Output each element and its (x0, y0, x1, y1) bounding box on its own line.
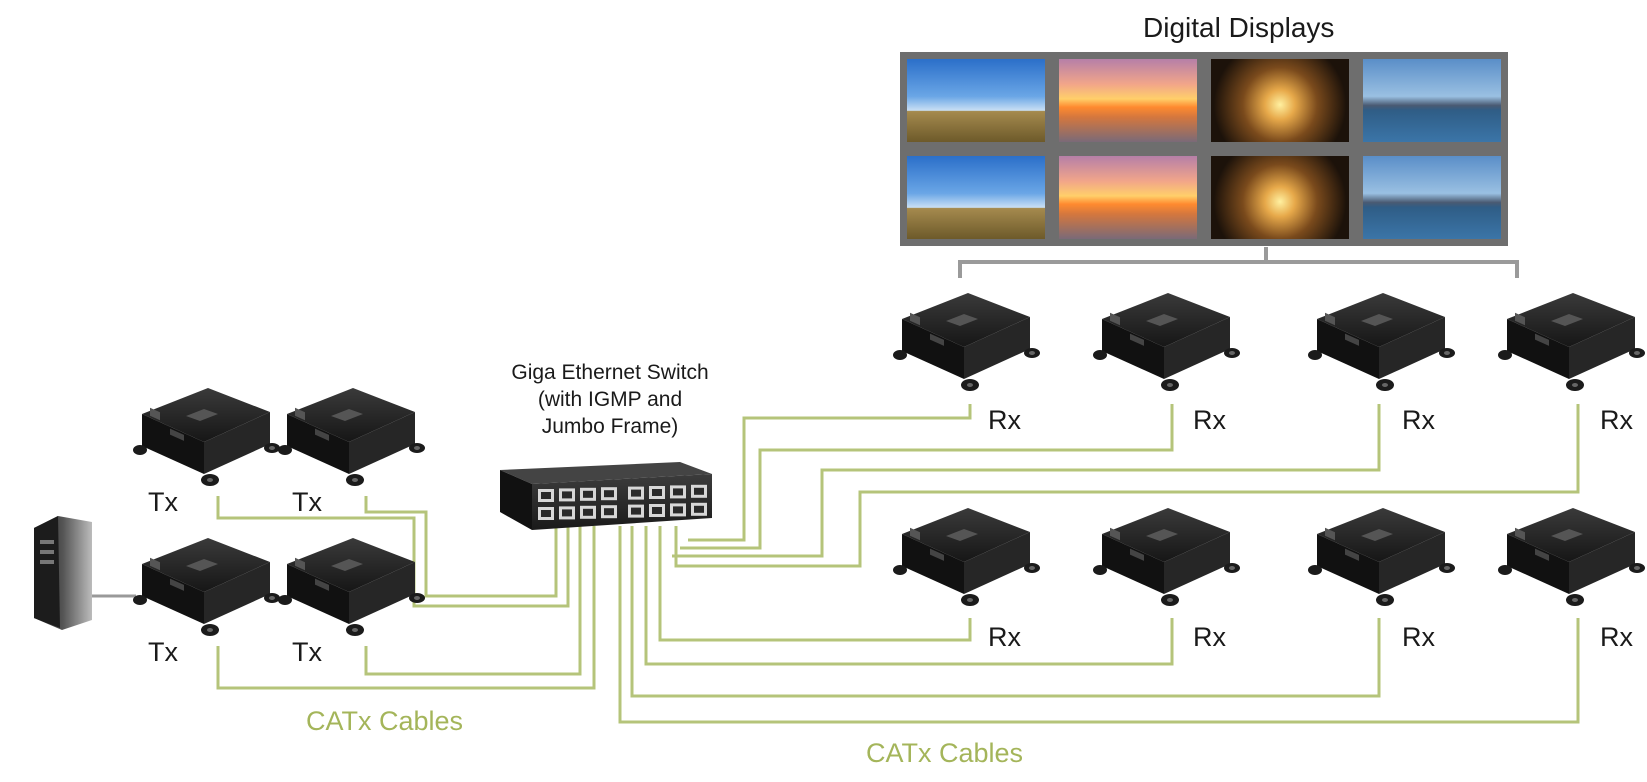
switch-port-socket (604, 508, 614, 516)
switch-port-socket (562, 509, 572, 517)
rx-label-8: Rx (1600, 622, 1633, 652)
rx-device-8 (1498, 508, 1645, 606)
digital-display-screen (1052, 149, 1204, 246)
switch-port-socket (652, 489, 662, 496)
digital-display-screen (900, 52, 1052, 149)
switch-label: Giga Ethernet Switch (with IGMP and Jumb… (450, 359, 770, 440)
rx-label-6: Rx (1193, 622, 1226, 652)
rx-label-2: Rx (1193, 405, 1226, 435)
computer-icon (34, 516, 92, 630)
cable-rx2 (680, 404, 1174, 550)
rx-label-4: Rx (1600, 405, 1633, 435)
rx-label-5: Rx (988, 622, 1021, 652)
switch-label-line-3: Jumbo Frame) (541, 415, 679, 438)
switch-port-socket (631, 489, 641, 497)
tx-device-4 (278, 538, 425, 636)
tx-label-1: Tx (148, 487, 178, 517)
rx-device-6 (1093, 508, 1240, 606)
switch-port-socket (604, 490, 614, 498)
cable-tx4 (364, 526, 582, 676)
cable-rx1 (688, 404, 972, 542)
ethernet-switch-icon (500, 462, 712, 530)
switch-label-line-1: Giga Ethernet Switch (511, 361, 709, 384)
tx-label-2: Tx (292, 487, 322, 517)
mountain-lake-icon (1363, 156, 1501, 239)
digital-display-screen (1204, 52, 1356, 149)
rx-device-4 (1498, 293, 1645, 391)
sunset-lake-icon (1059, 59, 1197, 142)
cable-tx2 (364, 496, 558, 598)
cable-rx5 (658, 526, 972, 642)
digital-display-screen (1052, 52, 1204, 149)
rx-device-2 (1093, 293, 1240, 391)
cable-rx8 (618, 526, 1580, 724)
rx-device-5 (893, 508, 1040, 606)
sky-clouds-icon (907, 59, 1045, 142)
switch-port-socket (694, 505, 704, 513)
sky-clouds-icon (907, 156, 1045, 239)
rx-label-3: Rx (1402, 405, 1435, 435)
switch-port-socket (541, 492, 551, 499)
tx-device-3 (133, 538, 280, 636)
catx-cables-label-left: CATx Cables (306, 706, 464, 736)
switch-port-socket (673, 506, 683, 514)
switch-port-socket (694, 487, 704, 495)
tx-device-2 (278, 388, 425, 486)
switch-port-socket (562, 491, 572, 499)
switch-port-socket (631, 507, 641, 515)
catx-cables-label-bottom: CATx Cables (866, 738, 1024, 768)
digital-display-screen (1204, 149, 1356, 246)
cable-rx4 (674, 404, 1580, 568)
cable-tx3 (216, 526, 596, 690)
switch-port-socket (673, 488, 683, 496)
rx-device-3 (1308, 293, 1455, 391)
rx-label-7: Rx (1402, 622, 1435, 652)
switch-port-socket (583, 508, 593, 516)
cable-rx7 (630, 526, 1381, 698)
switch-port-socket (652, 507, 662, 514)
tx-label-4: Tx (292, 637, 322, 667)
digital-display-screen (1356, 52, 1508, 149)
diagram-title: Digital Displays (1143, 12, 1335, 43)
digital-display-screen (1356, 149, 1508, 246)
night-lights-icon (1211, 156, 1349, 239)
cable-rx6 (644, 526, 1174, 666)
rx-device-1 (893, 293, 1040, 391)
switch-label-line-2: (with IGMP and (537, 388, 683, 411)
mountain-lake-icon (1363, 59, 1501, 142)
tx-label-3: Tx (148, 637, 178, 667)
digital-display-screen (900, 149, 1052, 246)
switch-port-socket (583, 490, 593, 498)
switch-port-socket (541, 510, 551, 517)
rx-label-1: Rx (988, 405, 1021, 435)
sunset-lake-icon (1059, 156, 1197, 239)
night-lights-icon (1211, 59, 1349, 142)
rx-device-7 (1308, 508, 1455, 606)
tx-device-1 (133, 388, 280, 486)
display-bracket (958, 247, 1519, 278)
cable-rx3 (672, 404, 1381, 558)
catx-cables (216, 404, 1580, 724)
